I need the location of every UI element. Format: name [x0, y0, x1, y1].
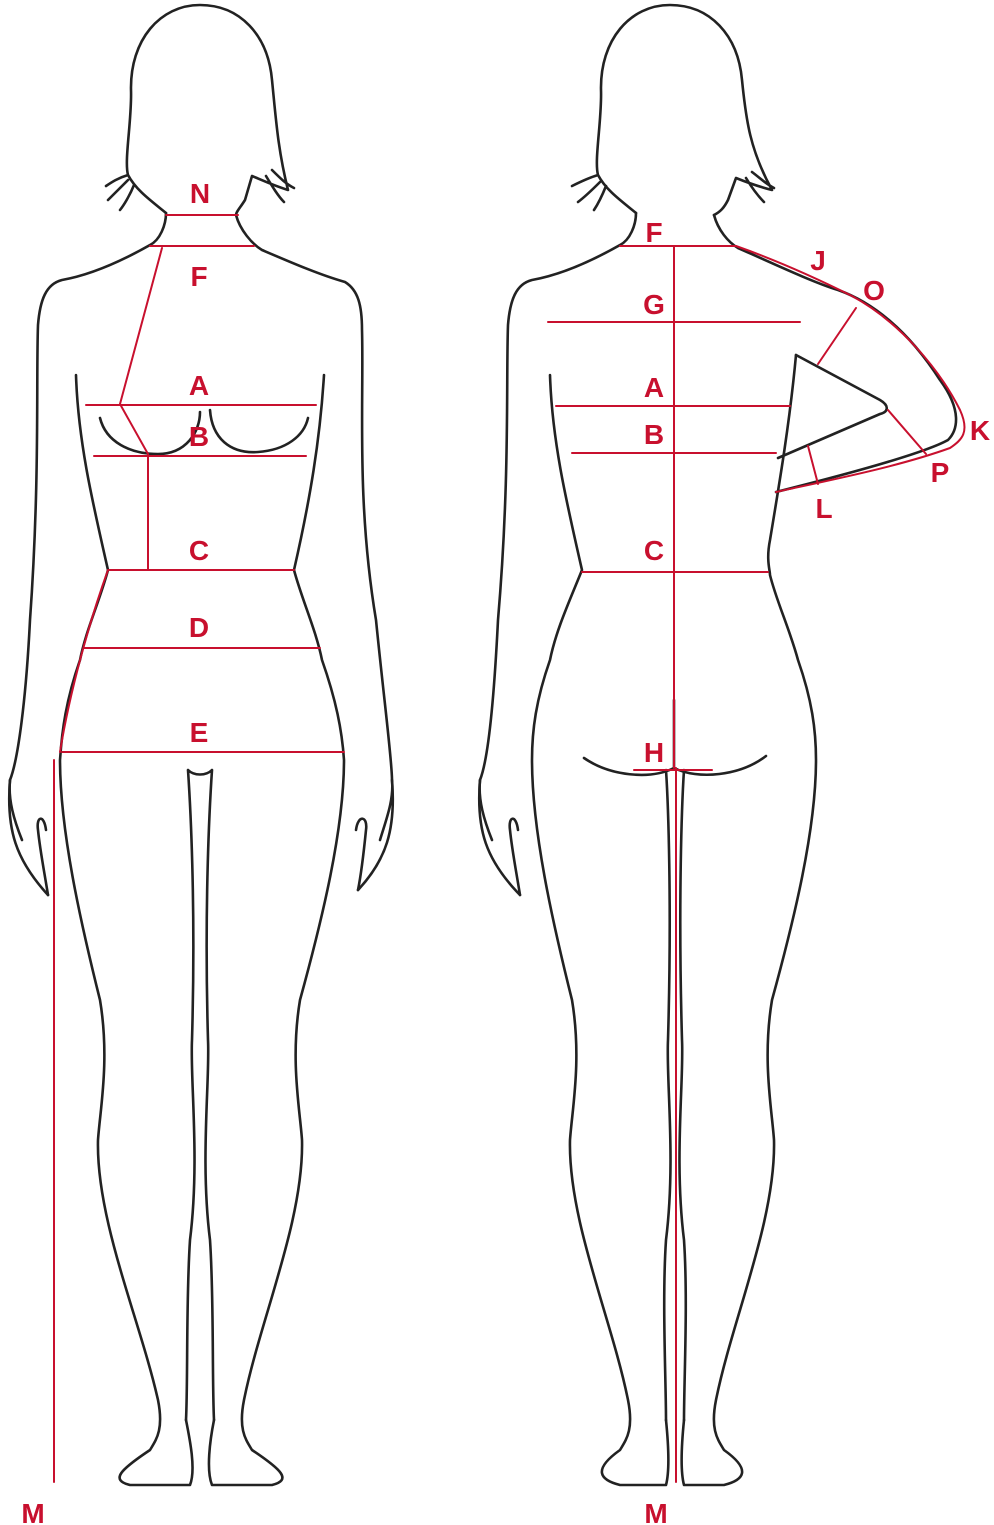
front-hands: [8, 778, 394, 897]
back-label-j: J: [810, 245, 826, 276]
front-torso-outline: [7, 211, 395, 1487]
front-label-f: F: [190, 261, 207, 292]
back-label-a: A: [644, 372, 664, 403]
back-label-b: B: [644, 419, 664, 450]
back-label-f: F: [645, 217, 662, 248]
back-measure-p: [887, 409, 927, 455]
back-measure-sleeve: [735, 245, 966, 493]
front-measure-f-diagonal: [118, 247, 163, 571]
front-bust: [98, 408, 310, 456]
back-inner-legs: [662, 768, 688, 1422]
back-label-g: G: [643, 289, 665, 320]
back-forearm: [776, 353, 889, 460]
back-figure: F G A B C H J O K P L M: [477, 3, 990, 1525]
front-inner-legs: [184, 768, 216, 1422]
front-label-b: B: [189, 421, 209, 452]
front-label-e: E: [190, 717, 209, 748]
front-figure: N F A B C D E M: [7, 3, 395, 1525]
back-measure-l: [807, 445, 819, 485]
front-label-c: C: [189, 535, 209, 566]
front-label-m: M: [21, 1498, 44, 1525]
front-hair: [104, 3, 296, 217]
front-label-d: D: [189, 612, 209, 643]
back-label-k: K: [970, 415, 990, 446]
back-label-l: L: [815, 493, 832, 524]
front-measure-hip-curve: [59, 569, 109, 753]
back-label-h: H: [644, 737, 664, 768]
back-label-o: O: [863, 275, 885, 306]
front-label-a: A: [189, 370, 209, 401]
back-hair: [570, 3, 776, 217]
back-measure-o: [817, 307, 857, 365]
back-hand: [478, 778, 522, 897]
front-label-n: N: [190, 178, 210, 209]
back-label-c: C: [644, 535, 664, 566]
back-label-m: M: [644, 1498, 667, 1525]
back-label-p: P: [931, 457, 950, 488]
